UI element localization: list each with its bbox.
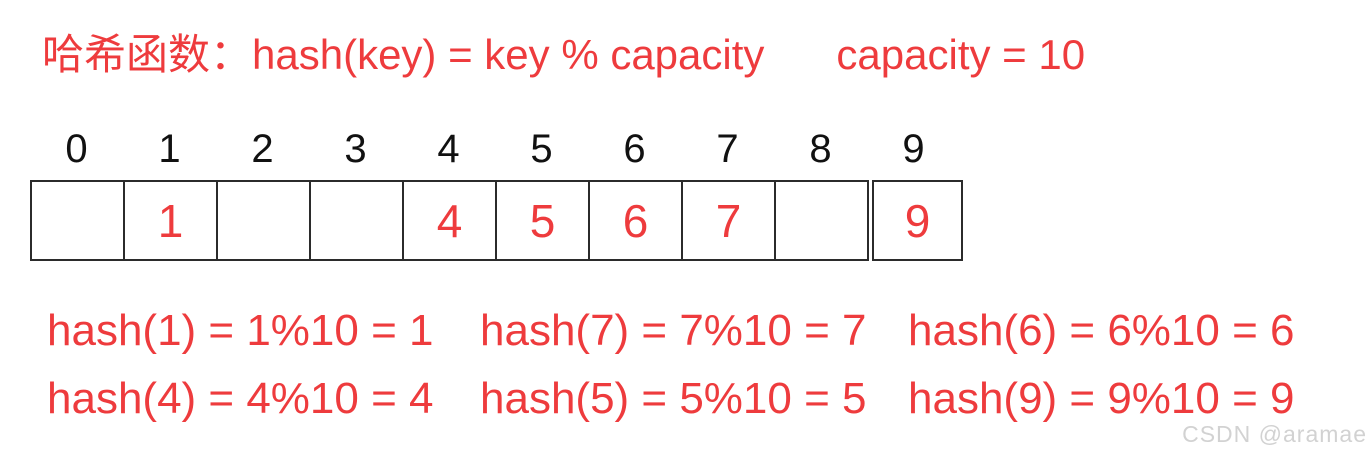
index-label-9: 9 <box>902 127 925 171</box>
index-label-5: 5 <box>530 127 553 171</box>
table-cell-7: 7 <box>681 180 776 261</box>
table-cell-3 <box>309 180 404 261</box>
table-cell-5: 5 <box>495 180 590 261</box>
hash-function-formula: hash(key) = key % capacity <box>252 31 765 78</box>
equation-hash-9: hash(9) = 9%10 = 9 <box>908 374 1295 423</box>
index-label-2: 2 <box>251 127 274 171</box>
diagram-title: 哈希函数：hash(key) = key % capacity capacity … <box>42 30 1085 80</box>
equation-hash-5: hash(5) = 5%10 = 5 <box>480 374 867 423</box>
table-cell-9: 9 <box>872 180 963 261</box>
equation-hash-7: hash(7) = 7%10 = 7 <box>480 306 867 355</box>
index-label-8: 8 <box>809 127 832 171</box>
table-cell-6: 6 <box>588 180 683 261</box>
index-label-7: 7 <box>716 127 739 171</box>
equation-hash-6: hash(6) = 6%10 = 6 <box>908 306 1295 355</box>
index-label-6: 6 <box>623 127 646 171</box>
hash-function-label-zh: 哈希函数： <box>42 31 253 78</box>
capacity-value-note: capacity = 10 <box>836 31 1086 78</box>
table-cell-0 <box>30 180 125 261</box>
csdn-watermark: CSDN @aramae <box>1182 421 1367 447</box>
index-label-4: 4 <box>437 127 460 171</box>
table-cell-1: 1 <box>123 180 218 261</box>
table-cell-4: 4 <box>402 180 497 261</box>
table-index-row: 0 1 2 3 4 5 6 7 8 9 <box>30 126 960 172</box>
table-cell-2 <box>216 180 311 261</box>
index-label-0: 0 <box>65 127 88 171</box>
equation-hash-1: hash(1) = 1%10 = 1 <box>47 306 434 355</box>
equation-hash-4: hash(4) = 4%10 = 4 <box>47 374 434 423</box>
table-cell-8 <box>774 180 869 261</box>
index-label-1: 1 <box>158 127 181 171</box>
index-label-3: 3 <box>344 127 367 171</box>
hash-table-cells: 1 4 5 6 7 9 <box>30 180 963 261</box>
